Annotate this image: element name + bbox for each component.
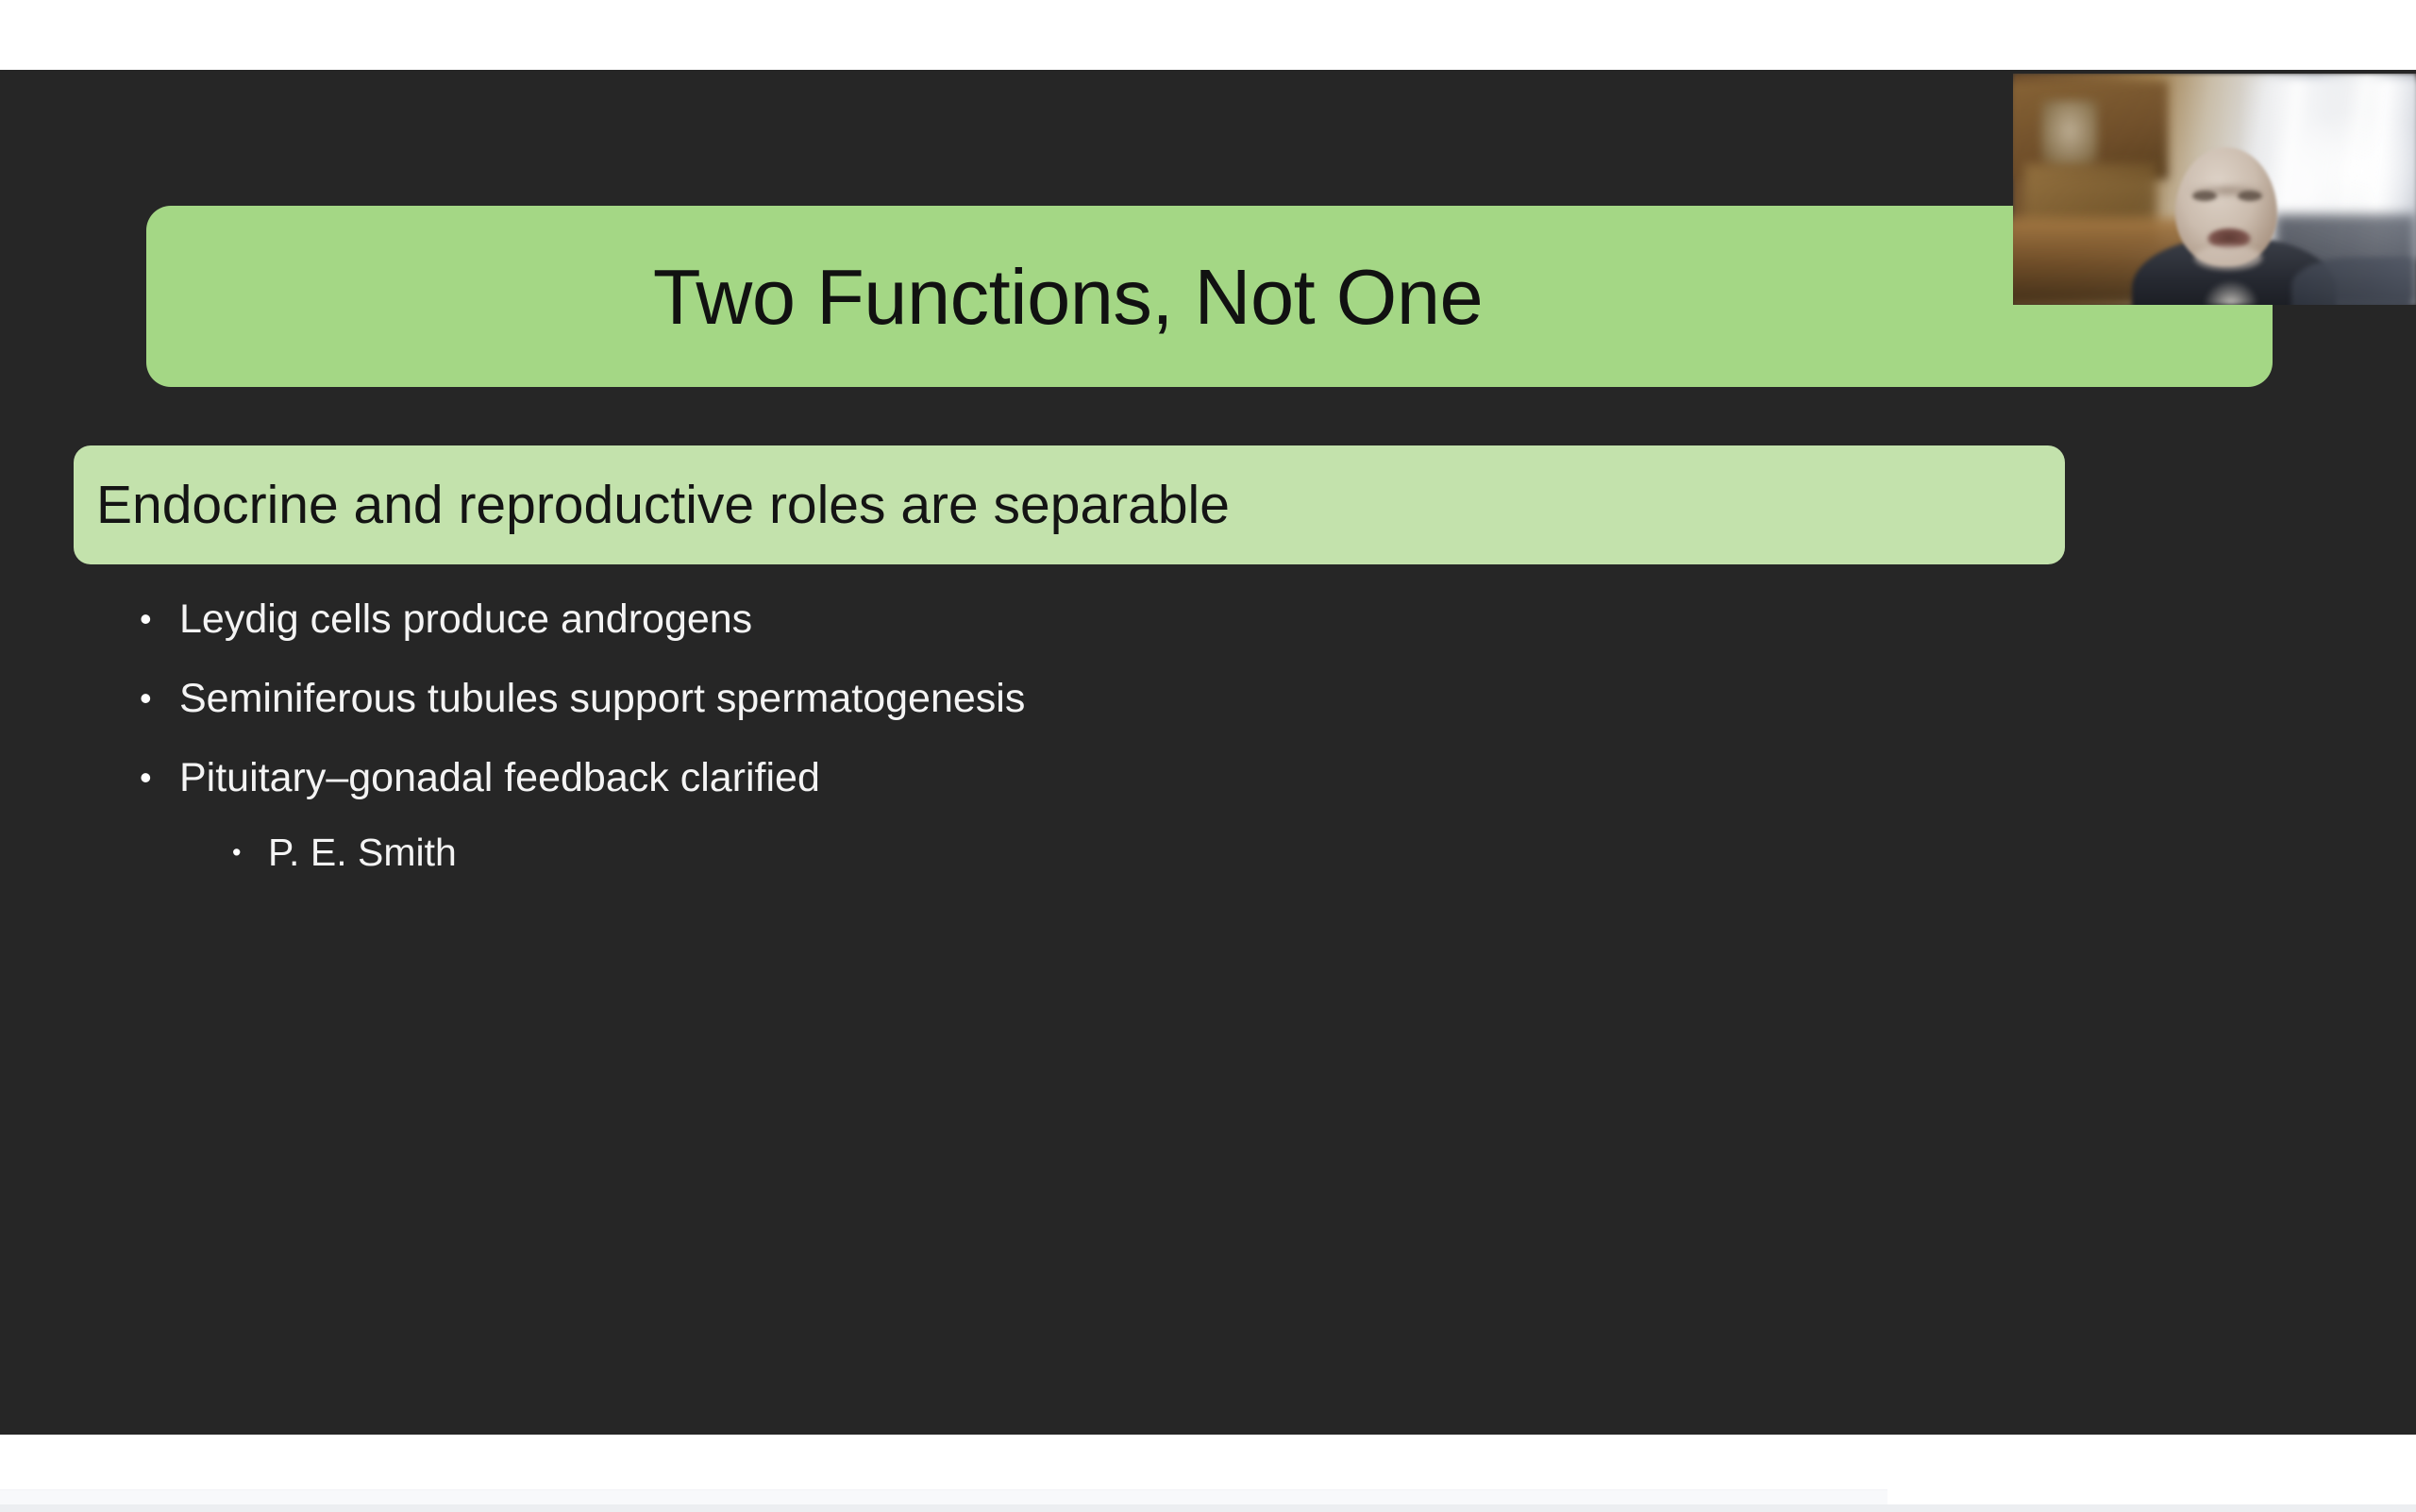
bullet-marker-icon: • [140,599,152,638]
bullet-text: Pituitary–gonadal feedback clarified [179,755,820,800]
slide-title: Two Functions, Not One [652,252,1484,341]
webcam-person-shoulder [2291,258,2410,305]
webcam-person-eye-left [2192,191,2217,201]
bullet-text: Leydig cells produce androgens [179,596,753,642]
slide-subtitle-banner: Endocrine and reproductive roles are sep… [74,445,2065,564]
webcam-person-mouth [2207,228,2251,249]
list-item-sub: • P. E. Smith [140,829,2122,876]
bullet-text: P. E. Smith [268,831,457,874]
bullet-marker-icon: • [140,679,152,717]
list-item: • Leydig cells produce androgens [140,595,2122,644]
presenter-video-thumbnail[interactable] [2013,74,2416,305]
list-item: • Seminiferous tubules support spermatog… [140,674,2122,723]
window-bottom-edge [0,1504,2416,1512]
slide-subtitle: Endocrine and reproductive roles are sep… [96,474,1230,535]
bullet-text: Seminiferous tubules support spermatogen… [179,676,1026,721]
list-item: • Pituitary–gonadal feedback clarified [140,753,2122,802]
webcam-person-eye-right [2238,191,2262,201]
window-bottom-strip [0,1489,1888,1506]
webcam-shelf-object [2041,100,2098,168]
webcam-person-chin [2194,245,2262,270]
window-top-band [0,0,2416,70]
slide-title-banner: Two Functions, Not One [146,206,2273,387]
bullet-marker-icon: • [140,758,152,797]
slide-bullet-list: • Leydig cells produce androgens • Semin… [140,595,2122,906]
webcam-person-collar [2204,280,2258,305]
bullet-marker-icon: • [232,838,242,866]
